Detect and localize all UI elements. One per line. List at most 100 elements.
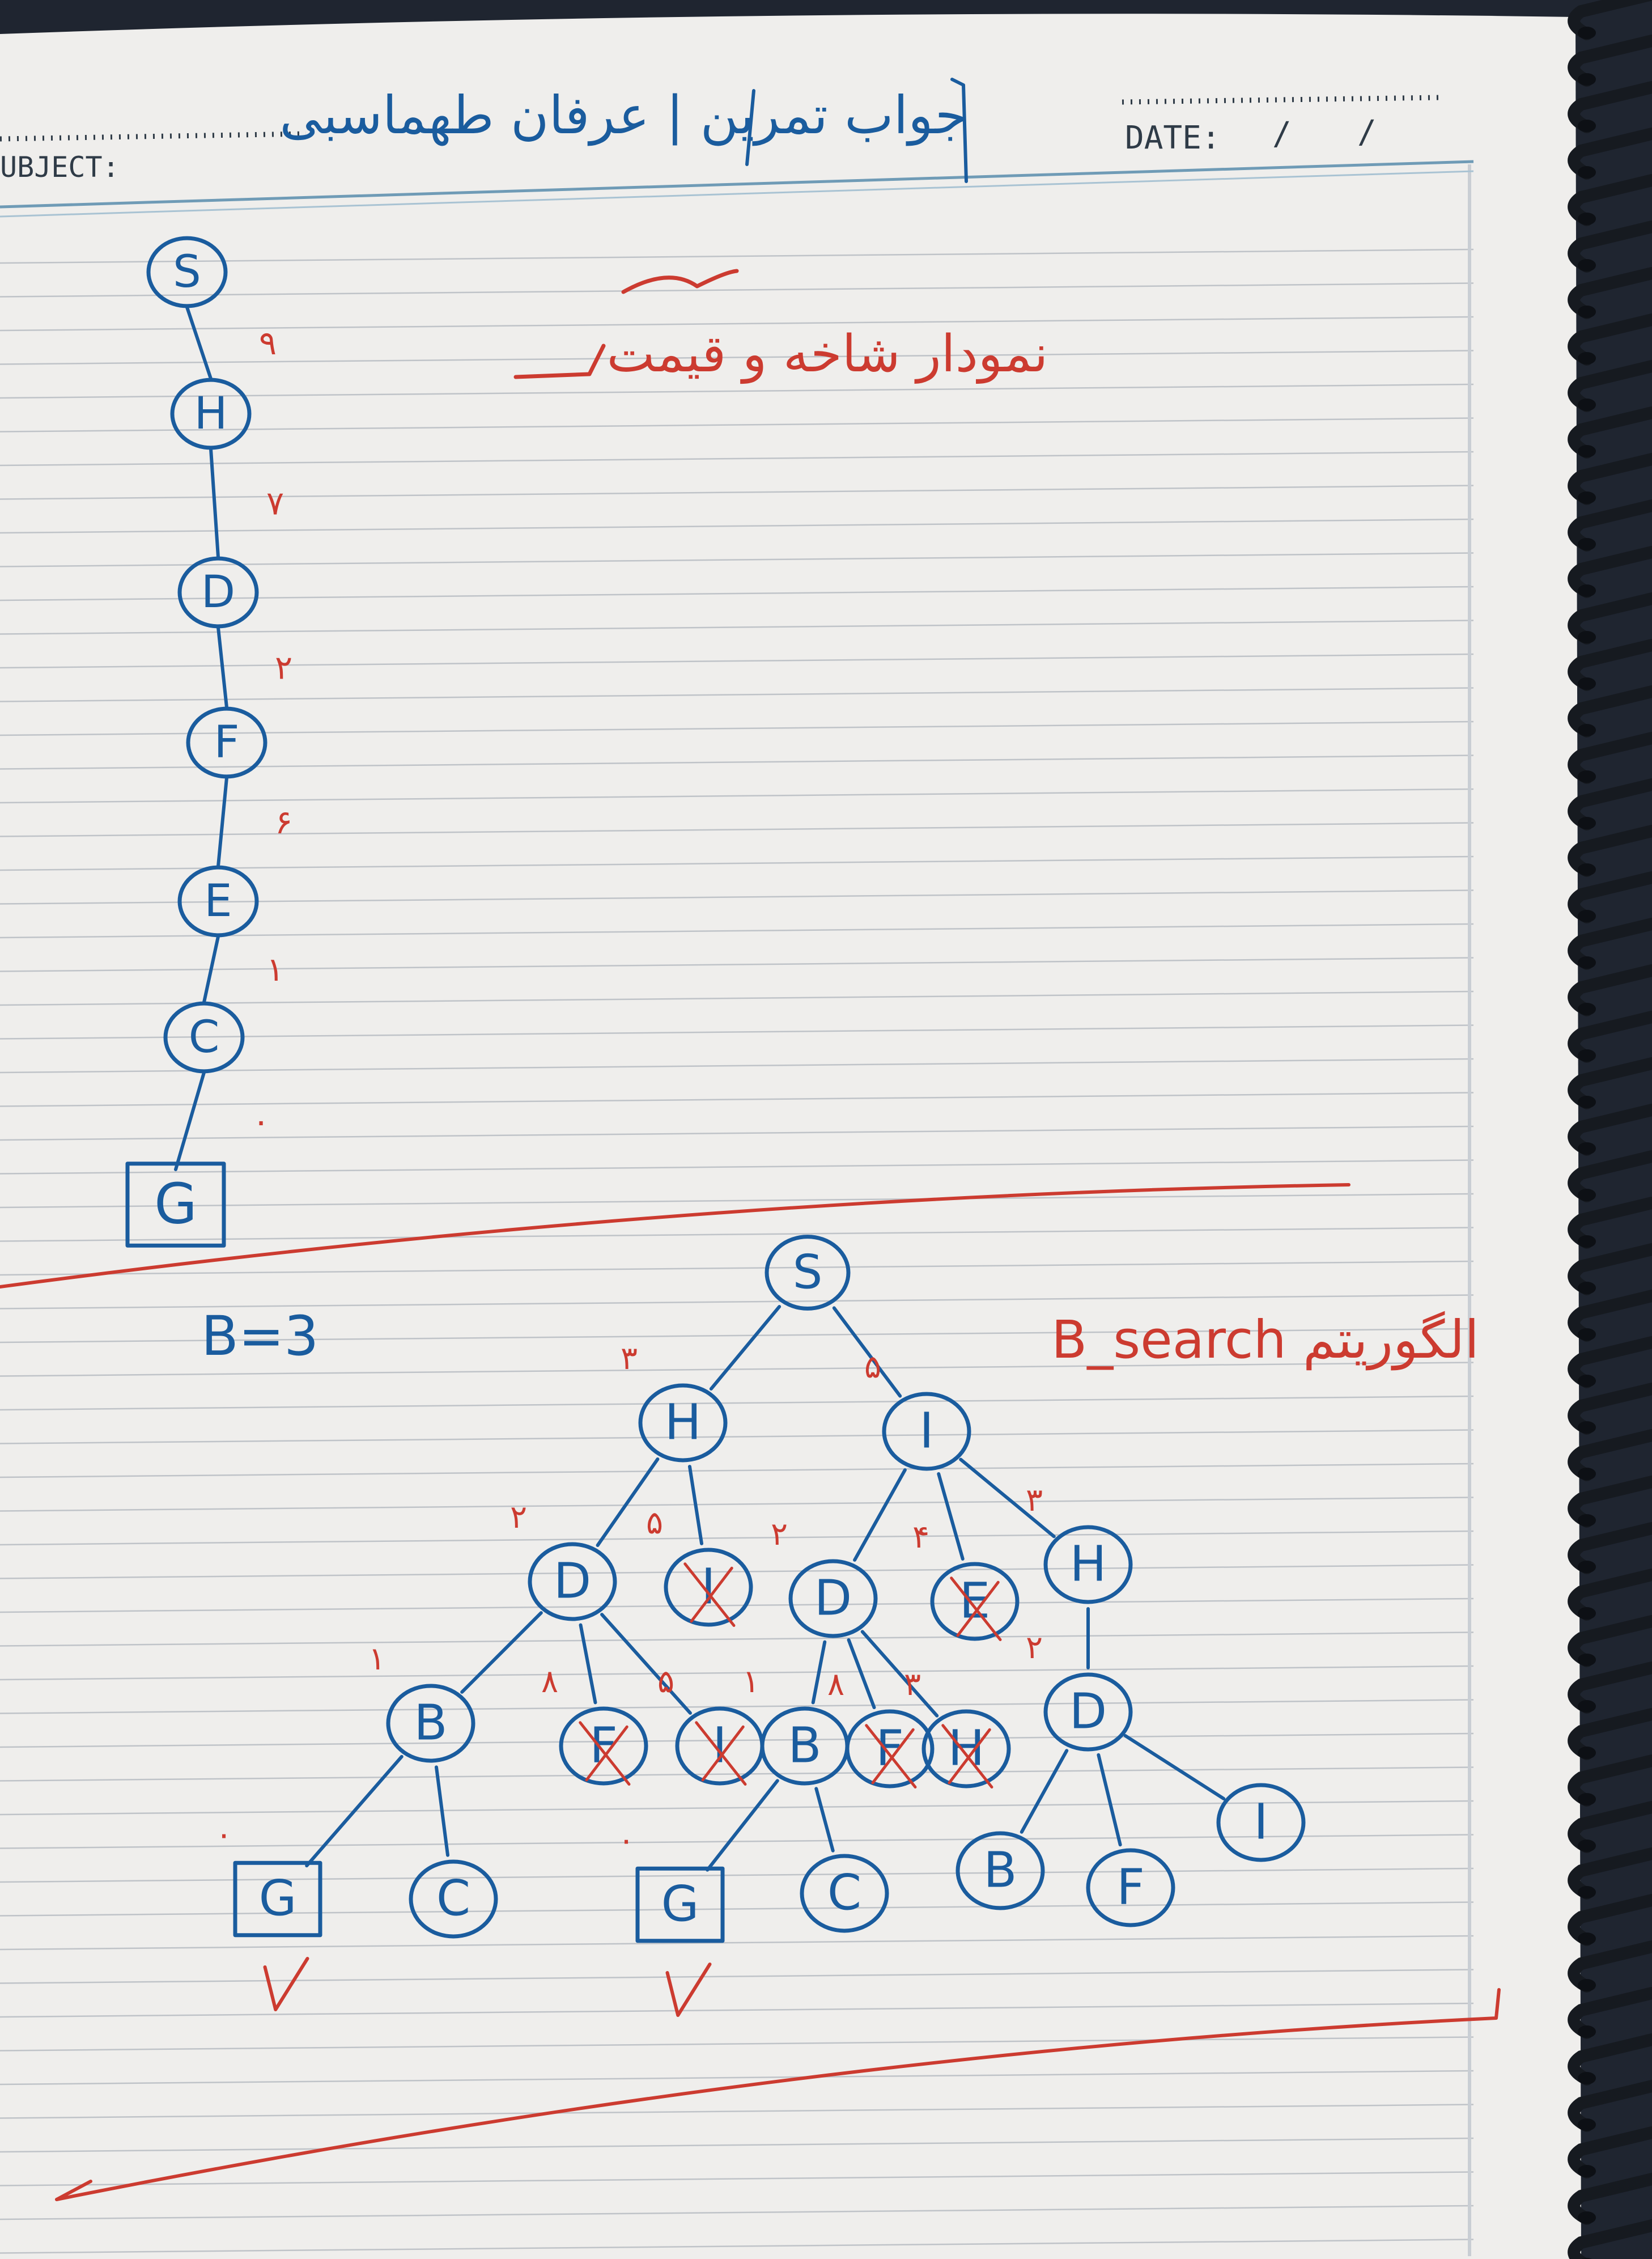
date-dotted-line [1122,95,1440,105]
spiral-hole [1578,1932,1596,1945]
ruled-line [0,1159,1474,1175]
node-label: C [827,1865,861,1922]
node-label: B [414,1695,447,1752]
spiral-hole [1578,1282,1596,1294]
spiral-hole [1578,863,1596,876]
heuristic-value: ۰ [215,1816,232,1853]
tree-edge [687,1465,704,1545]
tree-edge [579,1623,597,1705]
ruled-line [0,1969,1474,1984]
tree-node-d: D۲ [1026,1629,1133,1752]
heuristic-value: ۳ [1026,1482,1043,1519]
chain-edge-cost: ۲ [275,649,292,687]
tree-edge [814,1787,835,1853]
spiral-hole [1578,1561,1596,1573]
spiral-hole [1578,2025,1596,2038]
node-label: I [919,1403,933,1460]
node-circle [177,556,259,629]
chain-edge [216,626,228,709]
node-circle [664,1548,753,1627]
tree-edge [460,1611,543,1694]
spiral-hole [1578,910,1596,922]
beam-width-label: B=3 [201,1304,318,1368]
tree-node-i: I [1216,1783,1306,1862]
spiral-hole [1578,306,1596,318]
node-label: F [1116,1859,1145,1916]
ruled-line [0,1092,1474,1107]
spiral-ring [1568,2219,1652,2259]
node-circle [788,1559,878,1638]
top-note-mark [621,269,739,294]
ruled-line [0,2205,1474,2220]
chain-edge [174,1071,206,1171]
node-label: C [436,1871,470,1927]
node-circle [170,378,252,450]
heuristic-value: ۱ [368,1641,385,1677]
tree-edge [959,1457,1056,1539]
pruned-cross [683,1562,736,1627]
top-note-arrow [513,344,606,379]
spiral-hole [1578,2165,1596,2177]
ruled-line [0,1530,1474,1546]
node-label: H [665,1395,702,1451]
tree-node-d: D [177,556,259,629]
ruled-line [0,687,1474,702]
heuristic-value: ۴ [912,1519,929,1556]
ruled-line [0,1395,1474,1411]
pruned-cross [695,1721,747,1786]
chain-edge [216,776,228,868]
tree-node-e: E۴ [912,1519,1020,1641]
spiral-hole [1578,1468,1596,1480]
node-label: D [201,566,235,618]
ruled-line [0,2070,1474,2086]
ruled-line [0,316,1474,332]
ruled-line [0,1362,1474,1377]
tree-node-f: F [186,706,267,779]
spiral-hole [1578,1747,1596,1759]
spiral-hole [1578,817,1596,829]
tree-node-h: H۳ [904,1666,1011,1788]
spiral-hole [1578,352,1596,365]
tree-edge [600,1613,692,1715]
node-circle [177,865,259,938]
ruled-line [0,1732,1474,1748]
ruled-line [0,248,1474,264]
heuristic-value: ۱ [742,1663,759,1700]
goal-box [233,1860,322,1938]
ruled-line [0,518,1474,534]
ruled-line [0,2171,1474,2186]
node-label: I [1254,1794,1268,1851]
spiral-hole [1578,1142,1596,1155]
tree-node-s: S [146,236,228,308]
title-bracket [745,78,968,183]
ruled-line [0,855,1474,871]
node-circle [1086,1848,1175,1927]
chain-edge [185,306,213,380]
spiral-hole [1578,1607,1596,1620]
ruled-line [0,1463,1474,1478]
tree-edge [305,1754,404,1868]
chain-edge-cost: ۶ [275,803,292,841]
ruled-line [0,923,1474,939]
ruled-line [0,653,1474,669]
node-circle [409,1859,498,1939]
tree-node-f: F۸ [541,1663,648,1786]
spiral-hole [1578,259,1596,272]
tree-node-h: H۳ [1026,1482,1133,1604]
node-circle [921,1709,1011,1788]
ruled-line [0,620,1474,635]
node-label: G [154,1172,197,1236]
spiral-hole [1578,1886,1596,1898]
subject-label: UBJECT: [0,151,120,184]
date-separator-2: / [1357,114,1377,151]
ruled-line [0,990,1474,1006]
tree-edge [596,1457,660,1547]
node-label: H [948,1720,985,1777]
ruled-line [0,1058,1474,1074]
goal-checkmark [263,1957,309,2011]
node-circle [882,1392,971,1471]
spiral-hole [1578,2211,1596,2224]
spiral-hole [1578,1793,1596,1805]
tree-node-c: C [800,1854,889,1933]
